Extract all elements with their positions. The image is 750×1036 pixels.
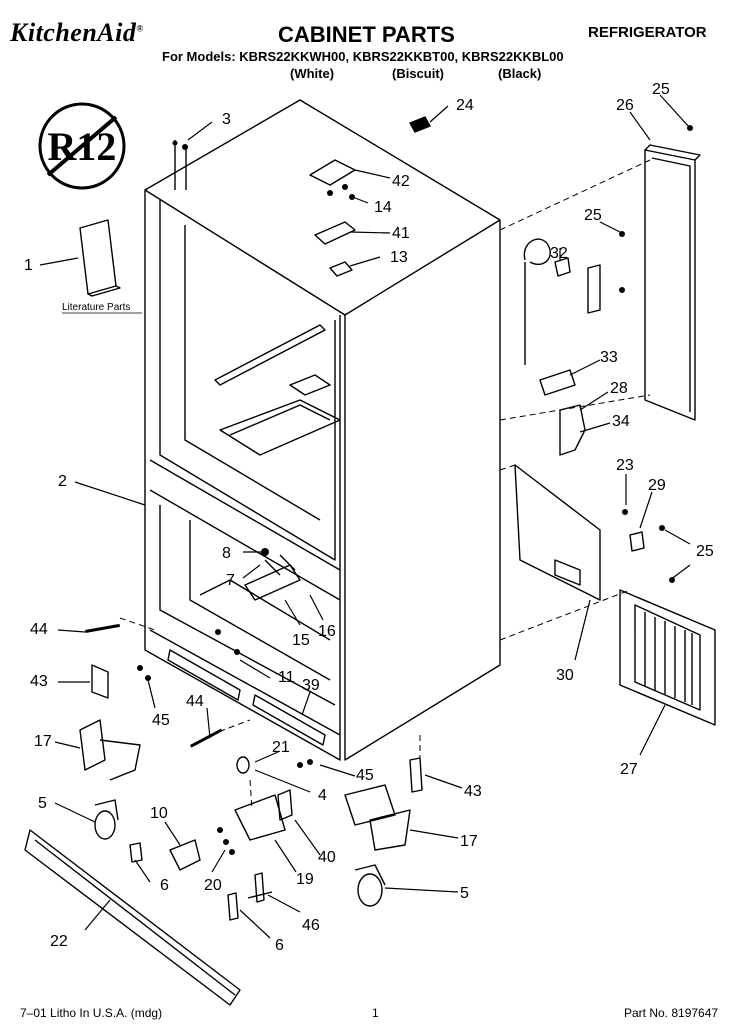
callout-40: 40 <box>318 849 336 866</box>
callout-46: 46 <box>302 917 320 934</box>
callout-19: 19 <box>296 871 314 888</box>
machine-compartment-bracket <box>514 464 645 601</box>
leader-arrows <box>39 94 691 939</box>
callout-24: 24 <box>456 97 474 114</box>
callout-25b: 25 <box>584 207 602 224</box>
callout-43b: 43 <box>464 783 482 800</box>
callout-6b: 6 <box>275 937 284 954</box>
callout-26: 26 <box>616 97 634 114</box>
callout-44b: 44 <box>186 693 204 710</box>
callout-16: 16 <box>318 623 336 640</box>
callout-45a: 45 <box>152 712 170 729</box>
callout-10: 10 <box>150 805 168 822</box>
callout-8: 8 <box>222 545 231 562</box>
callout-5b: 5 <box>460 885 469 902</box>
r12-no-badge: R12 <box>38 102 126 190</box>
callout-34: 34 <box>612 413 630 430</box>
callout-5a: 5 <box>38 795 47 812</box>
right-small-parts <box>523 238 601 456</box>
color-black: (Black) <box>498 66 542 81</box>
fastener-marks <box>85 125 693 855</box>
callout-22: 22 <box>50 933 68 950</box>
color-biscuit: (Biscuit) <box>392 66 444 81</box>
page-title: CABINET PARTS <box>278 22 455 47</box>
callout-7: 7 <box>226 572 235 589</box>
footer-part-number: Part No. 8197647 <box>624 1006 719 1020</box>
callout-29: 29 <box>648 477 666 494</box>
callout-17b: 17 <box>460 833 478 850</box>
callout-11: 11 <box>278 669 295 686</box>
callout-3: 3 <box>222 111 231 128</box>
callout-39: 39 <box>302 677 320 694</box>
callout-25c: 25 <box>696 543 714 560</box>
callout-14: 14 <box>374 199 392 216</box>
callout-23: 23 <box>616 457 634 474</box>
base-grille <box>619 589 716 726</box>
footer-litho: 7–01 Litho In U.S.A. (mdg) <box>20 1006 163 1020</box>
callout-41: 41 <box>392 225 410 242</box>
callout-1: 1 <box>24 257 33 274</box>
lower-parts <box>24 664 423 1006</box>
callout-6a: 6 <box>160 877 169 894</box>
callout-17a: 17 <box>34 733 52 750</box>
back-panel <box>644 144 701 421</box>
callout-15: 15 <box>292 632 310 649</box>
callout-44a: 44 <box>30 621 48 638</box>
callout-45b: 45 <box>356 767 374 784</box>
color-white: (White) <box>290 66 335 81</box>
callout-27: 27 <box>620 761 638 778</box>
callout-32: 32 <box>550 245 568 262</box>
product-type: REFRIGERATOR <box>588 24 707 41</box>
literature-parts <box>79 219 121 297</box>
callout-numbers: 1 2 3 4 5 5 6 6 8 7 10 11 13 14 15 16 17… <box>24 81 714 954</box>
footer-page-number: 1 <box>372 1006 379 1020</box>
callout-33: 33 <box>600 349 618 366</box>
cabinet-body <box>144 99 501 761</box>
brand-logo: KitchenAid® <box>10 18 144 47</box>
model-list: For Models: KBRS22KKWH00, KBRS22KKBT00, … <box>162 49 564 64</box>
callout-13: 13 <box>390 249 408 266</box>
callout-28: 28 <box>610 380 628 397</box>
callout-30: 30 <box>556 667 574 684</box>
callout-25a: 25 <box>652 81 670 98</box>
callout-42: 42 <box>392 173 410 190</box>
callout-2: 2 <box>58 473 67 490</box>
dashed-leaders <box>119 159 651 811</box>
callout-4: 4 <box>318 787 327 804</box>
callout-20: 20 <box>204 877 222 894</box>
callout-21: 21 <box>272 739 290 756</box>
literature-label: Literature Parts <box>62 302 130 313</box>
callout-43a: 43 <box>30 673 48 690</box>
